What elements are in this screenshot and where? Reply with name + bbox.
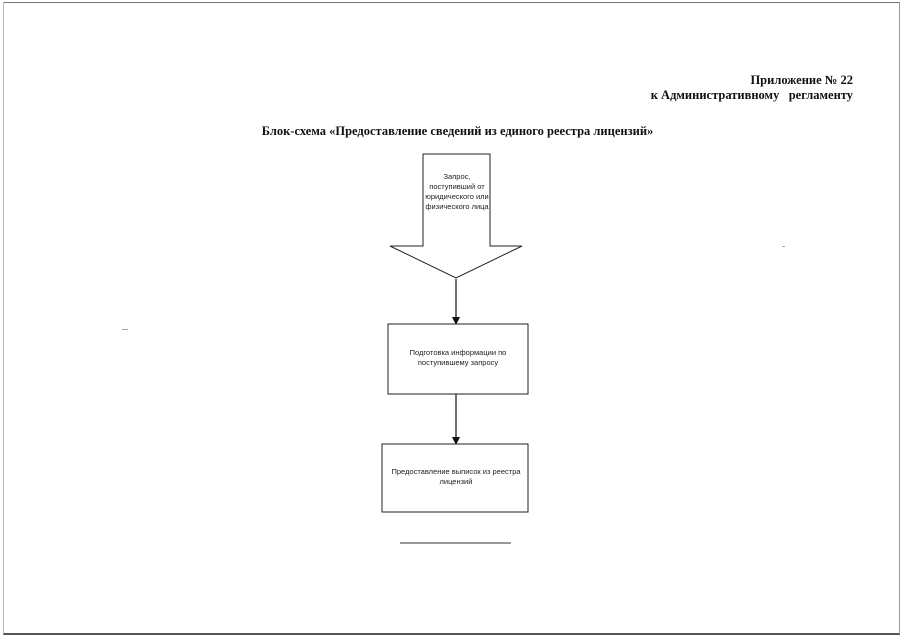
step-request-text: Запрос, поступивший от юридического или … — [425, 172, 489, 211]
step-prepare-text: Подготовка информации по поступившему за… — [409, 348, 507, 367]
flowchart-title: Блок-схема «Предоставление сведений из е… — [261, 124, 654, 138]
step-provide-text: Предоставление выписок из реестра лиценз… — [391, 467, 521, 486]
scan-artifact — [122, 329, 128, 330]
appendix-number: Приложение № 22 — [750, 73, 853, 87]
scan-artifact — [782, 246, 785, 247]
page-border — [3, 2, 900, 635]
process-box-prepare — [387, 323, 529, 395]
appendix-header: Приложение № 22 к Административному регл… — [651, 73, 853, 103]
appendix-regulation: к Административному регламенту — [650, 88, 853, 102]
request-block-arrow — [389, 153, 523, 279]
process-box-provide — [381, 443, 529, 513]
